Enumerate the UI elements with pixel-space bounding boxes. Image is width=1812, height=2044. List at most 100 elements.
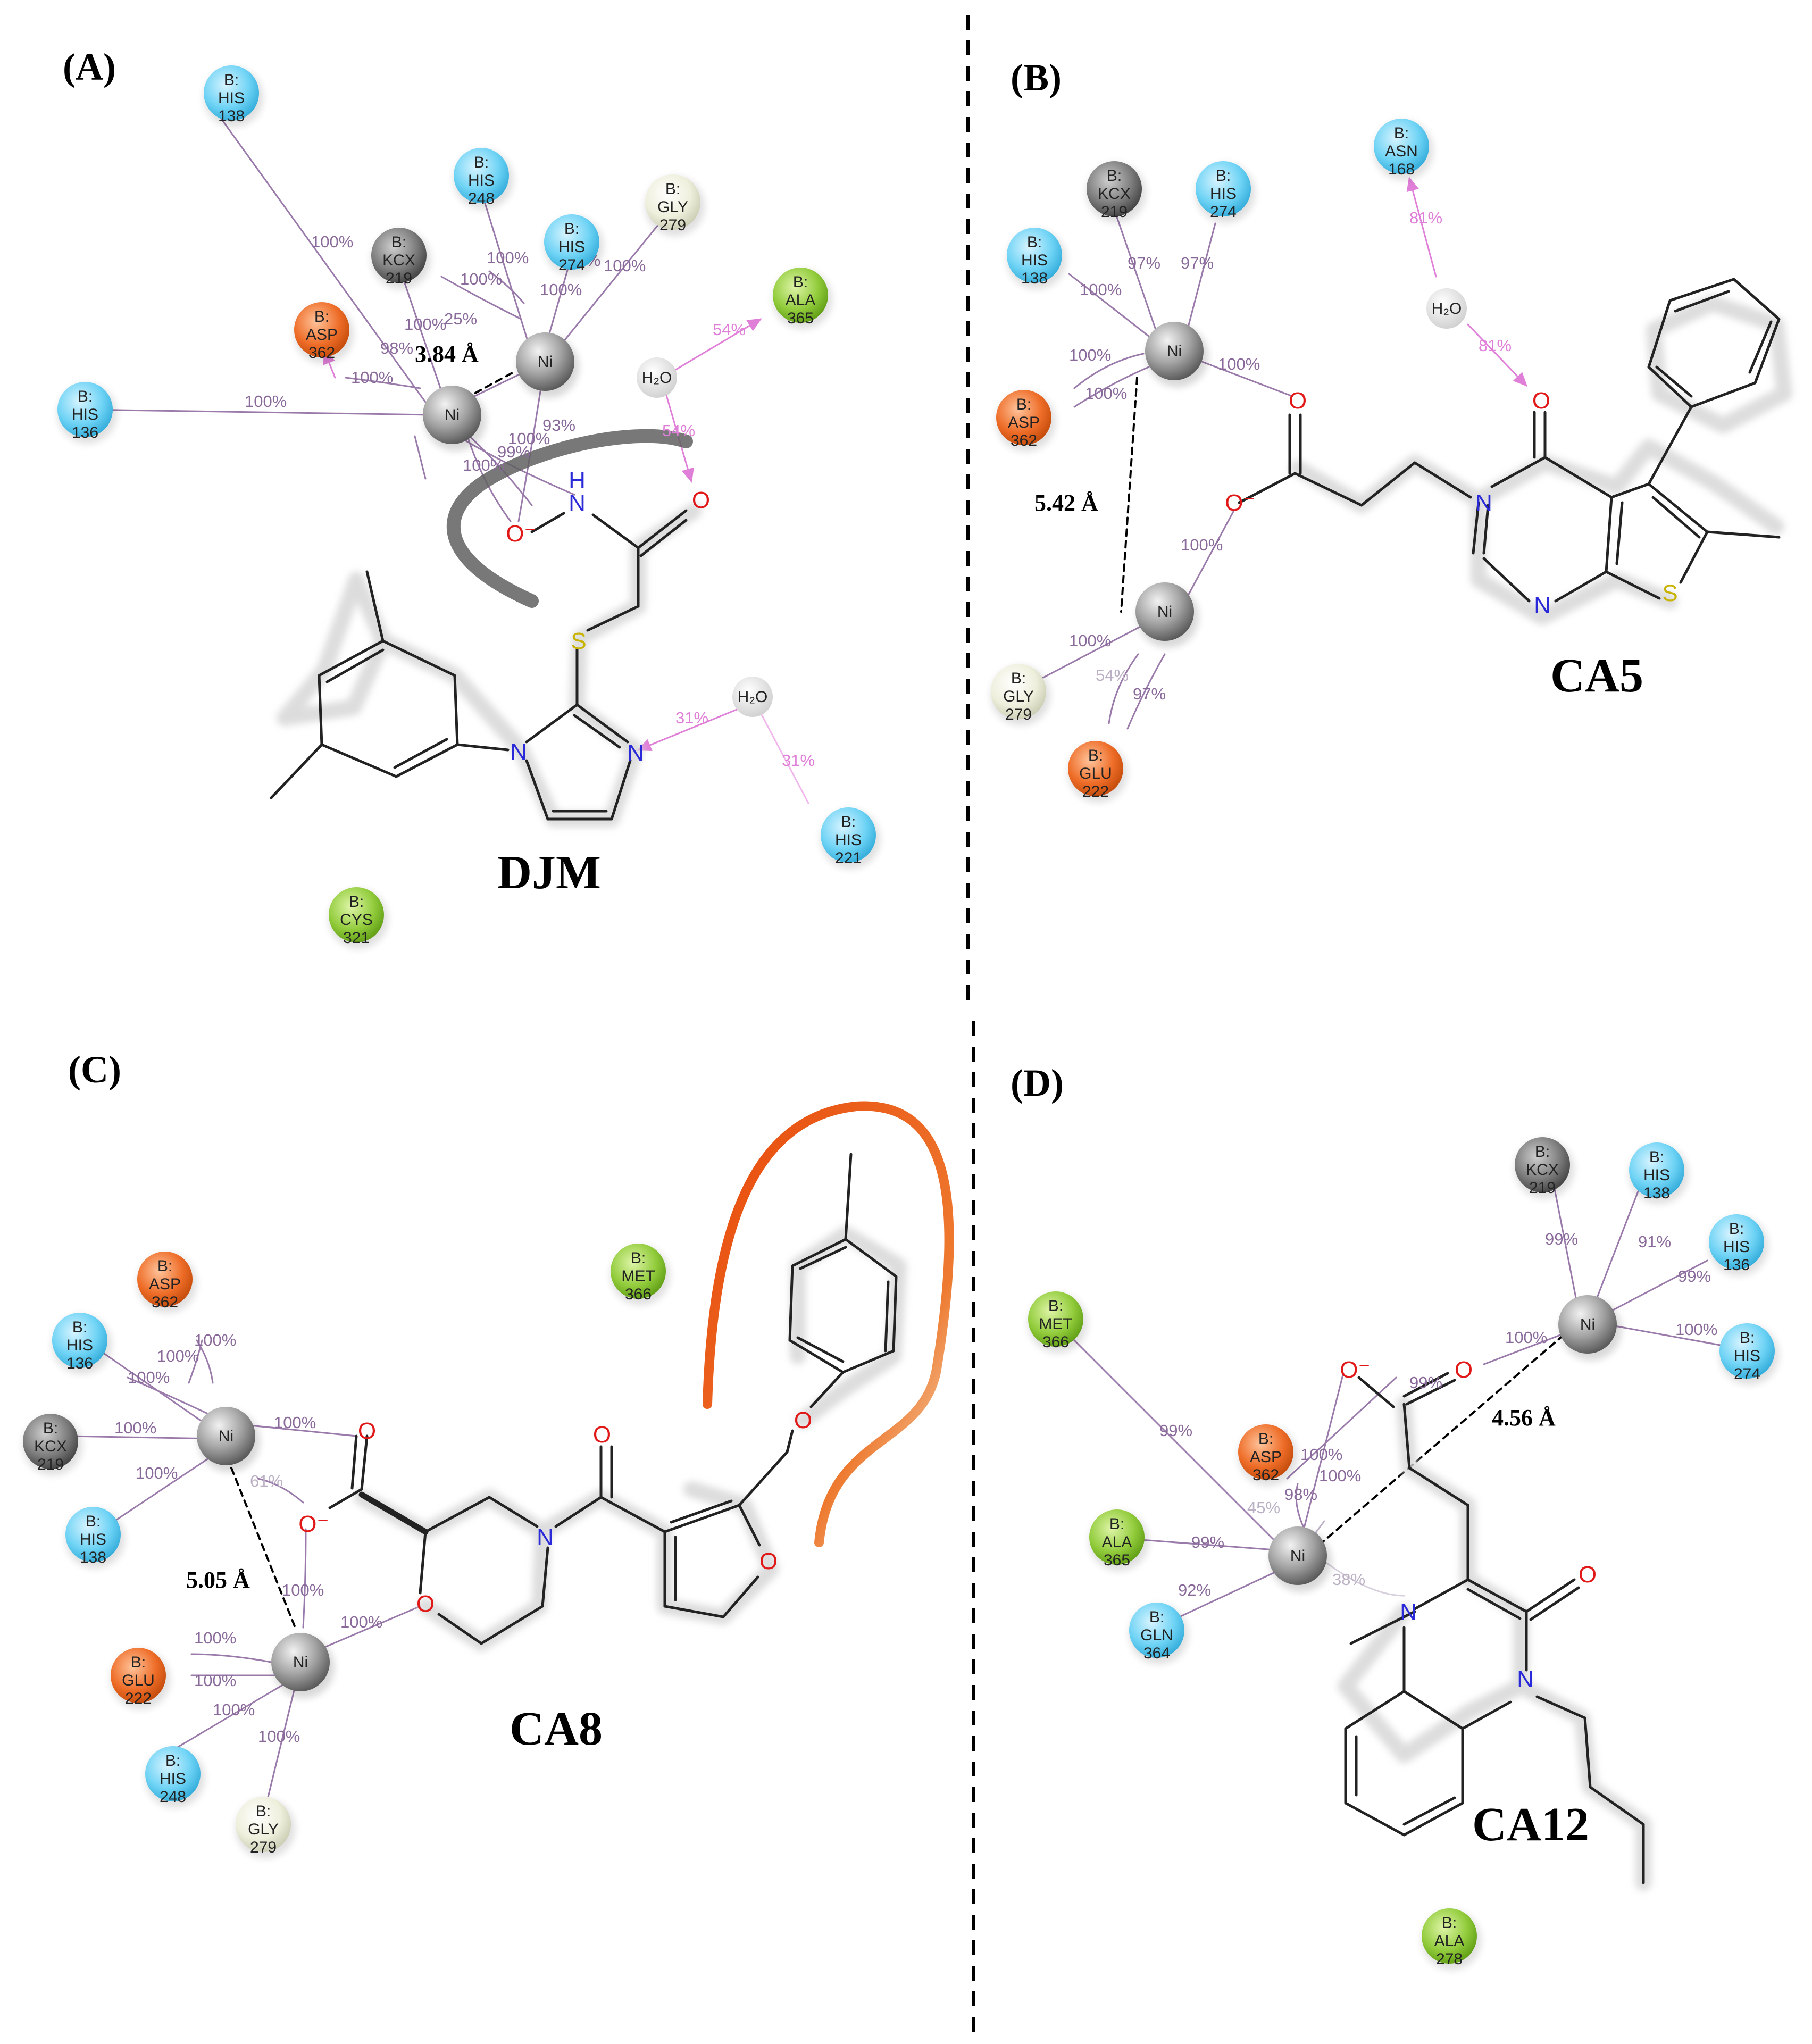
atom-o-minus-label: O⁻ xyxy=(298,1511,329,1537)
atom-n-label: N xyxy=(1517,1666,1534,1692)
contact-percentage: 100% xyxy=(1085,384,1127,403)
residue-number-label: 274 xyxy=(1210,203,1237,221)
residue-chain-label: B: xyxy=(1649,1148,1664,1166)
contact-percentage: 100% xyxy=(213,1700,255,1719)
contact-percentage: 97% xyxy=(1133,685,1166,703)
molecule-name-b: CA5 xyxy=(1550,649,1643,702)
residue-name-label: MET xyxy=(1039,1315,1072,1333)
nickel-atom: Ni xyxy=(197,1407,260,1472)
contact-percentage: 100% xyxy=(460,270,502,288)
residue-number-label: 364 xyxy=(1143,1645,1170,1662)
residue-name-label: GLN xyxy=(1140,1626,1173,1644)
contact-percentage: 100% xyxy=(487,248,529,267)
contact-percentage: 99% xyxy=(1678,1267,1711,1286)
panel-b: O O⁻ N O N S xyxy=(1036,177,1792,730)
nickel-atom: Ni xyxy=(516,332,579,398)
contact-percentage: 81% xyxy=(1479,336,1512,355)
atom-o-label: O xyxy=(358,1418,376,1444)
residue-number-label: 138 xyxy=(80,1549,106,1566)
contact-percentage: 100% xyxy=(258,1727,300,1746)
residue-name-label: HIS xyxy=(66,1337,93,1354)
residue-name-label: GLY xyxy=(1003,688,1034,705)
contact-percentage: 100% xyxy=(340,1613,382,1631)
atom-o-label: O xyxy=(692,487,710,513)
residue-name-label: ALA xyxy=(786,291,816,309)
atom-n-label: N xyxy=(510,739,527,765)
residue-name-label: ASP xyxy=(1250,1448,1282,1466)
residue-number-label: 362 xyxy=(1011,432,1037,449)
residue-number-label: 136 xyxy=(66,1355,93,1372)
atom-n-label: N xyxy=(1400,1599,1417,1625)
residue-name-label: ASN xyxy=(1385,143,1418,160)
residue-chain-label: B: xyxy=(1107,167,1122,185)
residue-chain-label: B: xyxy=(665,180,680,198)
residue-name-label: HIS xyxy=(1021,252,1048,269)
water-label: H₂O xyxy=(642,369,672,387)
residue-chain-label: B: xyxy=(72,1319,87,1336)
contact-percentage: 100% xyxy=(1505,1328,1547,1347)
atom-n-label: N xyxy=(537,1524,554,1550)
residue-chain-label: B: xyxy=(1729,1220,1744,1238)
molecule-name-a: DJM xyxy=(497,846,601,899)
residue-chain-label: B: xyxy=(1740,1329,1755,1347)
contact-percentage: 100% xyxy=(128,1368,170,1387)
molecule-name-c: CA8 xyxy=(510,1703,603,1755)
residue-name-label: KCX xyxy=(34,1438,67,1455)
panel-label-b: (B) xyxy=(1011,56,1062,99)
residue-chain-label: B: xyxy=(86,1513,101,1530)
residue-chain-label: B: xyxy=(564,220,579,238)
residue-name-label: HIS xyxy=(80,1531,106,1548)
contact-percentage: 100% xyxy=(194,1671,236,1690)
atom-o-label: O xyxy=(759,1548,778,1574)
nickel-label: Ni xyxy=(1290,1547,1305,1565)
panel-label-a: (A) xyxy=(63,46,116,88)
contact-percentage: 100% xyxy=(1218,355,1260,373)
residue-number-label: 365 xyxy=(787,310,814,327)
residue-name-label: KCX xyxy=(1098,185,1131,203)
residue-number-label: 274 xyxy=(558,256,585,274)
panel-label-d: (D) xyxy=(1011,1062,1064,1104)
residue-name-label: KCX xyxy=(382,252,415,269)
residue-number-label: 274 xyxy=(1734,1365,1760,1383)
residue-chain-label: B: xyxy=(131,1654,146,1671)
nickel-label: Ni xyxy=(293,1654,308,1671)
residue-name-label: CYS xyxy=(340,911,373,929)
contact-percentage: 31% xyxy=(782,751,815,770)
residue-name-label: GLY xyxy=(657,198,688,216)
contact-percentage: 100% xyxy=(1069,346,1111,364)
residue-name-label: ASP xyxy=(149,1275,181,1293)
residue-name-label: HIS xyxy=(72,406,98,423)
atom-o-minus-label: O⁻ xyxy=(1225,490,1255,516)
contact-percentage: 99% xyxy=(1409,1373,1442,1392)
contact-percentage: 99% xyxy=(1191,1533,1224,1551)
residue-number-label: 248 xyxy=(468,190,495,207)
residue-number-label: 279 xyxy=(659,216,686,234)
contact-percentage: 54% xyxy=(1096,666,1129,685)
contact-percentage: 100% xyxy=(1080,280,1122,299)
water-molecule: H₂O xyxy=(637,357,677,398)
residue-chain-label: B: xyxy=(474,154,489,171)
atom-o-label: O xyxy=(794,1407,812,1433)
nickel-label: Ni xyxy=(1580,1316,1595,1333)
residue-chain-label: B: xyxy=(1011,670,1026,687)
residue-chain-label: B: xyxy=(841,813,856,831)
